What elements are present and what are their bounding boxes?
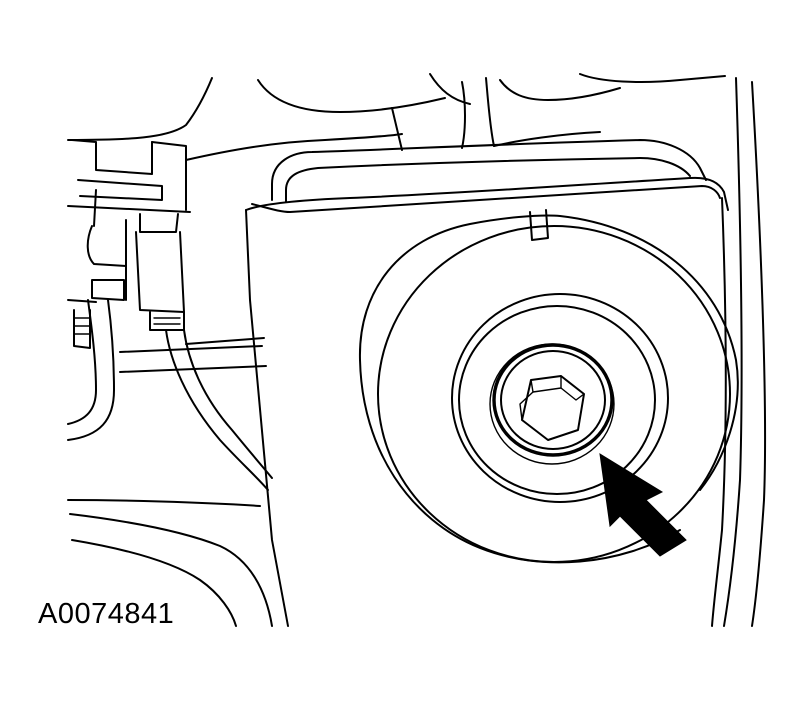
hex-bolt	[492, 343, 614, 457]
left-fittings	[67, 139, 191, 349]
upper-bracket	[271, 139, 707, 203]
pulley-assembly	[358, 209, 739, 564]
housing-plate	[245, 77, 767, 627]
figure-id-label: A0074841	[38, 598, 175, 630]
callout-arrow	[599, 453, 687, 557]
upper-engine-contours	[67, 73, 726, 161]
left-tubes	[67, 299, 273, 627]
